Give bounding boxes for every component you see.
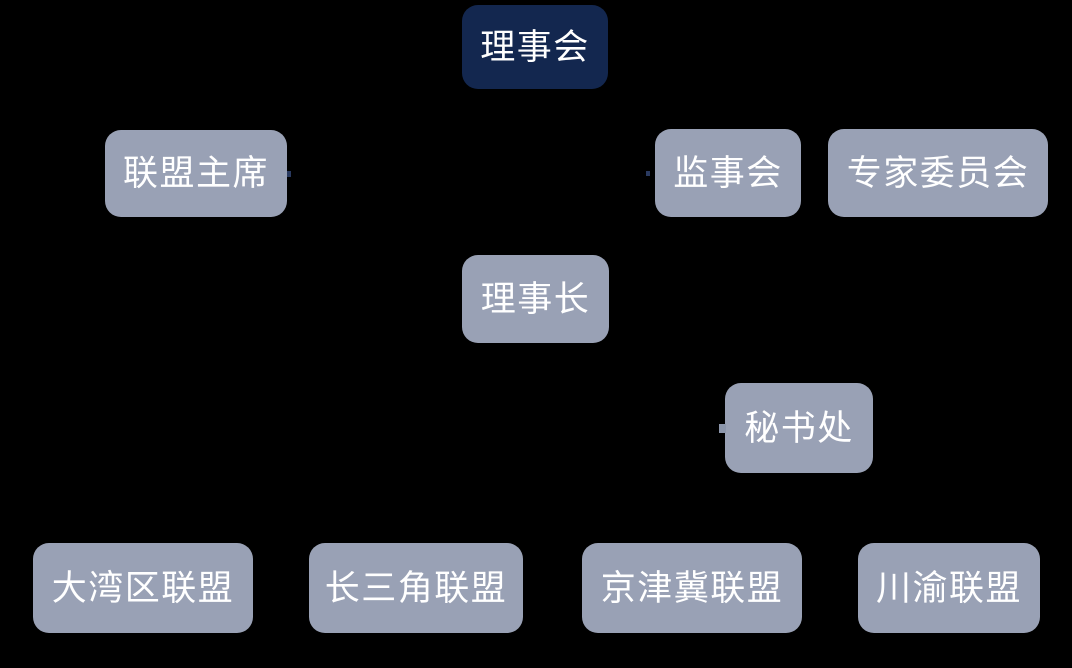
org-node-label-expert-committee: 专家委员会 [846, 153, 1030, 193]
org-node-secretariat: 秘书处 [725, 383, 873, 473]
stub-left-of-secretariat [719, 424, 726, 433]
org-node-greater-bay-area-alliance: 大湾区联盟 [33, 543, 253, 633]
org-node-council-chairman: 理事长 [462, 255, 609, 343]
org-node-label-board: 理事会 [480, 27, 590, 67]
org-node-yangtze-delta-alliance: 长三角联盟 [309, 543, 523, 633]
org-node-label-council-chairman: 理事长 [480, 279, 591, 319]
org-node-supervisory-board: 监事会 [655, 129, 801, 217]
org-node-chuanyu-alliance: 川渝联盟 [858, 543, 1040, 633]
org-node-label-chuanyu-alliance: 川渝联盟 [875, 568, 1022, 608]
stub-left-of-supervisory-board [646, 171, 650, 176]
org-node-label-supervisory-board: 监事会 [673, 153, 783, 193]
org-node-board: 理事会 [462, 5, 608, 89]
org-node-jingjinji-alliance: 京津冀联盟 [582, 543, 802, 633]
org-node-label-alliance-chairman: 联盟主席 [122, 154, 269, 193]
org-node-label-greater-bay-area-alliance: 大湾区联盟 [51, 568, 235, 608]
stub-right-of-alliance-chairman [287, 171, 291, 177]
org-node-label-secretariat: 秘书处 [744, 408, 854, 448]
org-node-label-yangtze-delta-alliance: 长三角联盟 [324, 568, 508, 608]
org-node-label-jingjinji-alliance: 京津冀联盟 [600, 568, 784, 608]
org-node-expert-committee: 专家委员会 [828, 129, 1048, 217]
org-node-alliance-chairman: 联盟主席 [105, 130, 287, 217]
